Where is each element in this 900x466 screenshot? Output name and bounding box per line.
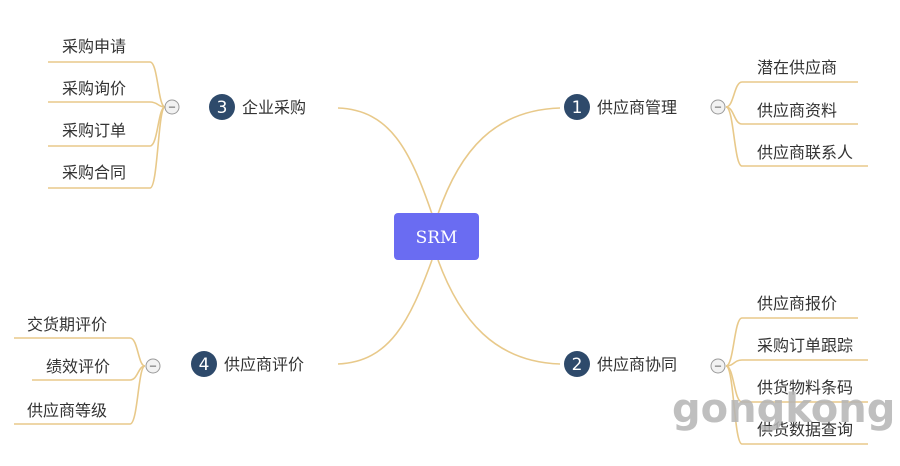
branch-label: 供应商协同	[597, 355, 677, 374]
leaf-item[interactable]: 采购合同	[62, 163, 126, 182]
leaf-connector	[725, 106, 743, 167]
leaf-connector	[725, 317, 743, 367]
leaf-item[interactable]: 供货数据查询	[757, 420, 853, 439]
leaf-item[interactable]: 供应商等级	[27, 401, 107, 420]
collapse-button-circle	[145, 358, 161, 374]
leaves-b3: 采购申请 采购询价 采购订单 采购合同	[62, 37, 126, 182]
connector-center-b4	[337, 259, 433, 365]
collapse-button-b2[interactable]: −	[710, 358, 726, 374]
leaf-item[interactable]: 采购订单	[62, 121, 126, 140]
leaf-connector	[129, 337, 146, 367]
center-connectors	[337, 107, 561, 365]
leaves-b1: 潜在供应商 供应商资料 供应商联系人	[757, 58, 853, 162]
leaves-b2: 供应商报价 采购订单跟踪 供货物料条码 供货数据查询	[757, 294, 853, 439]
leaves-b4: 交货期评价 绩效评价 供应商等级	[27, 315, 110, 420]
branch-4[interactable]: 4 供应商评价	[191, 351, 304, 377]
leaf-item[interactable]: 供应商联系人	[757, 143, 853, 162]
leaf-connector	[129, 365, 146, 425]
collapse-button-b1[interactable]: −	[710, 99, 726, 115]
leaf-connectors-b4	[14, 337, 146, 425]
branch-3[interactable]: 3 企业采购	[209, 94, 306, 120]
leaf-item[interactable]: 采购申请	[62, 37, 126, 56]
branch-number: 1	[572, 98, 583, 118]
collapse-button-circle	[710, 99, 726, 115]
leaf-connector	[725, 81, 743, 108]
branch-number: 4	[199, 355, 210, 375]
branch-number: 2	[572, 355, 583, 375]
watermark: gongkong	[672, 386, 895, 432]
leaf-connector	[149, 106, 166, 189]
collapse-minus-icon: −	[168, 100, 175, 114]
leaf-item[interactable]: 潜在供应商	[757, 58, 837, 77]
branch-label: 供应商评价	[224, 355, 304, 374]
branch-number: 3	[217, 98, 228, 118]
leaf-item[interactable]: 供应商报价	[757, 294, 837, 313]
connector-center-b3	[337, 107, 433, 215]
leaf-item[interactable]: 采购询价	[62, 79, 126, 98]
branch-number-badge	[191, 351, 217, 377]
branch-1[interactable]: 1 供应商管理	[564, 94, 677, 120]
leaf-item[interactable]: 绩效评价	[46, 357, 110, 376]
connector-center-b2	[437, 259, 561, 365]
branch-2[interactable]: 2 供应商协同	[564, 351, 677, 377]
leaf-connector	[149, 61, 166, 108]
leaf-item[interactable]: 供货物料条码	[757, 378, 853, 397]
collapse-button-circle	[710, 358, 726, 374]
leaf-item[interactable]: 供应商资料	[757, 101, 837, 120]
center-node[interactable]: SRM	[394, 213, 479, 260]
leaf-connectors-b3	[48, 61, 166, 189]
branch-label: 供应商管理	[597, 98, 677, 117]
connector-center-b1	[437, 107, 561, 215]
collapse-button-circle	[164, 99, 180, 115]
branch-number-badge	[209, 94, 235, 120]
branch-number-badge	[564, 351, 590, 377]
leaf-item[interactable]: 交货期评价	[27, 315, 107, 334]
leaf-connectors-b2	[725, 317, 868, 445]
leaf-connector	[725, 365, 743, 445]
collapse-minus-icon: −	[149, 359, 156, 373]
branch-number-badge	[564, 94, 590, 120]
collapse-button-b3[interactable]: −	[164, 99, 180, 115]
center-node-box	[394, 213, 479, 260]
leaf-item[interactable]: 采购订单跟踪	[757, 336, 853, 355]
leaf-connectors-b1	[725, 81, 868, 167]
collapse-minus-icon: −	[714, 359, 721, 373]
center-node-label: SRM	[416, 228, 458, 248]
collapse-minus-icon: −	[714, 100, 721, 114]
collapse-button-b4[interactable]: −	[145, 358, 161, 374]
branch-label: 企业采购	[242, 98, 306, 117]
